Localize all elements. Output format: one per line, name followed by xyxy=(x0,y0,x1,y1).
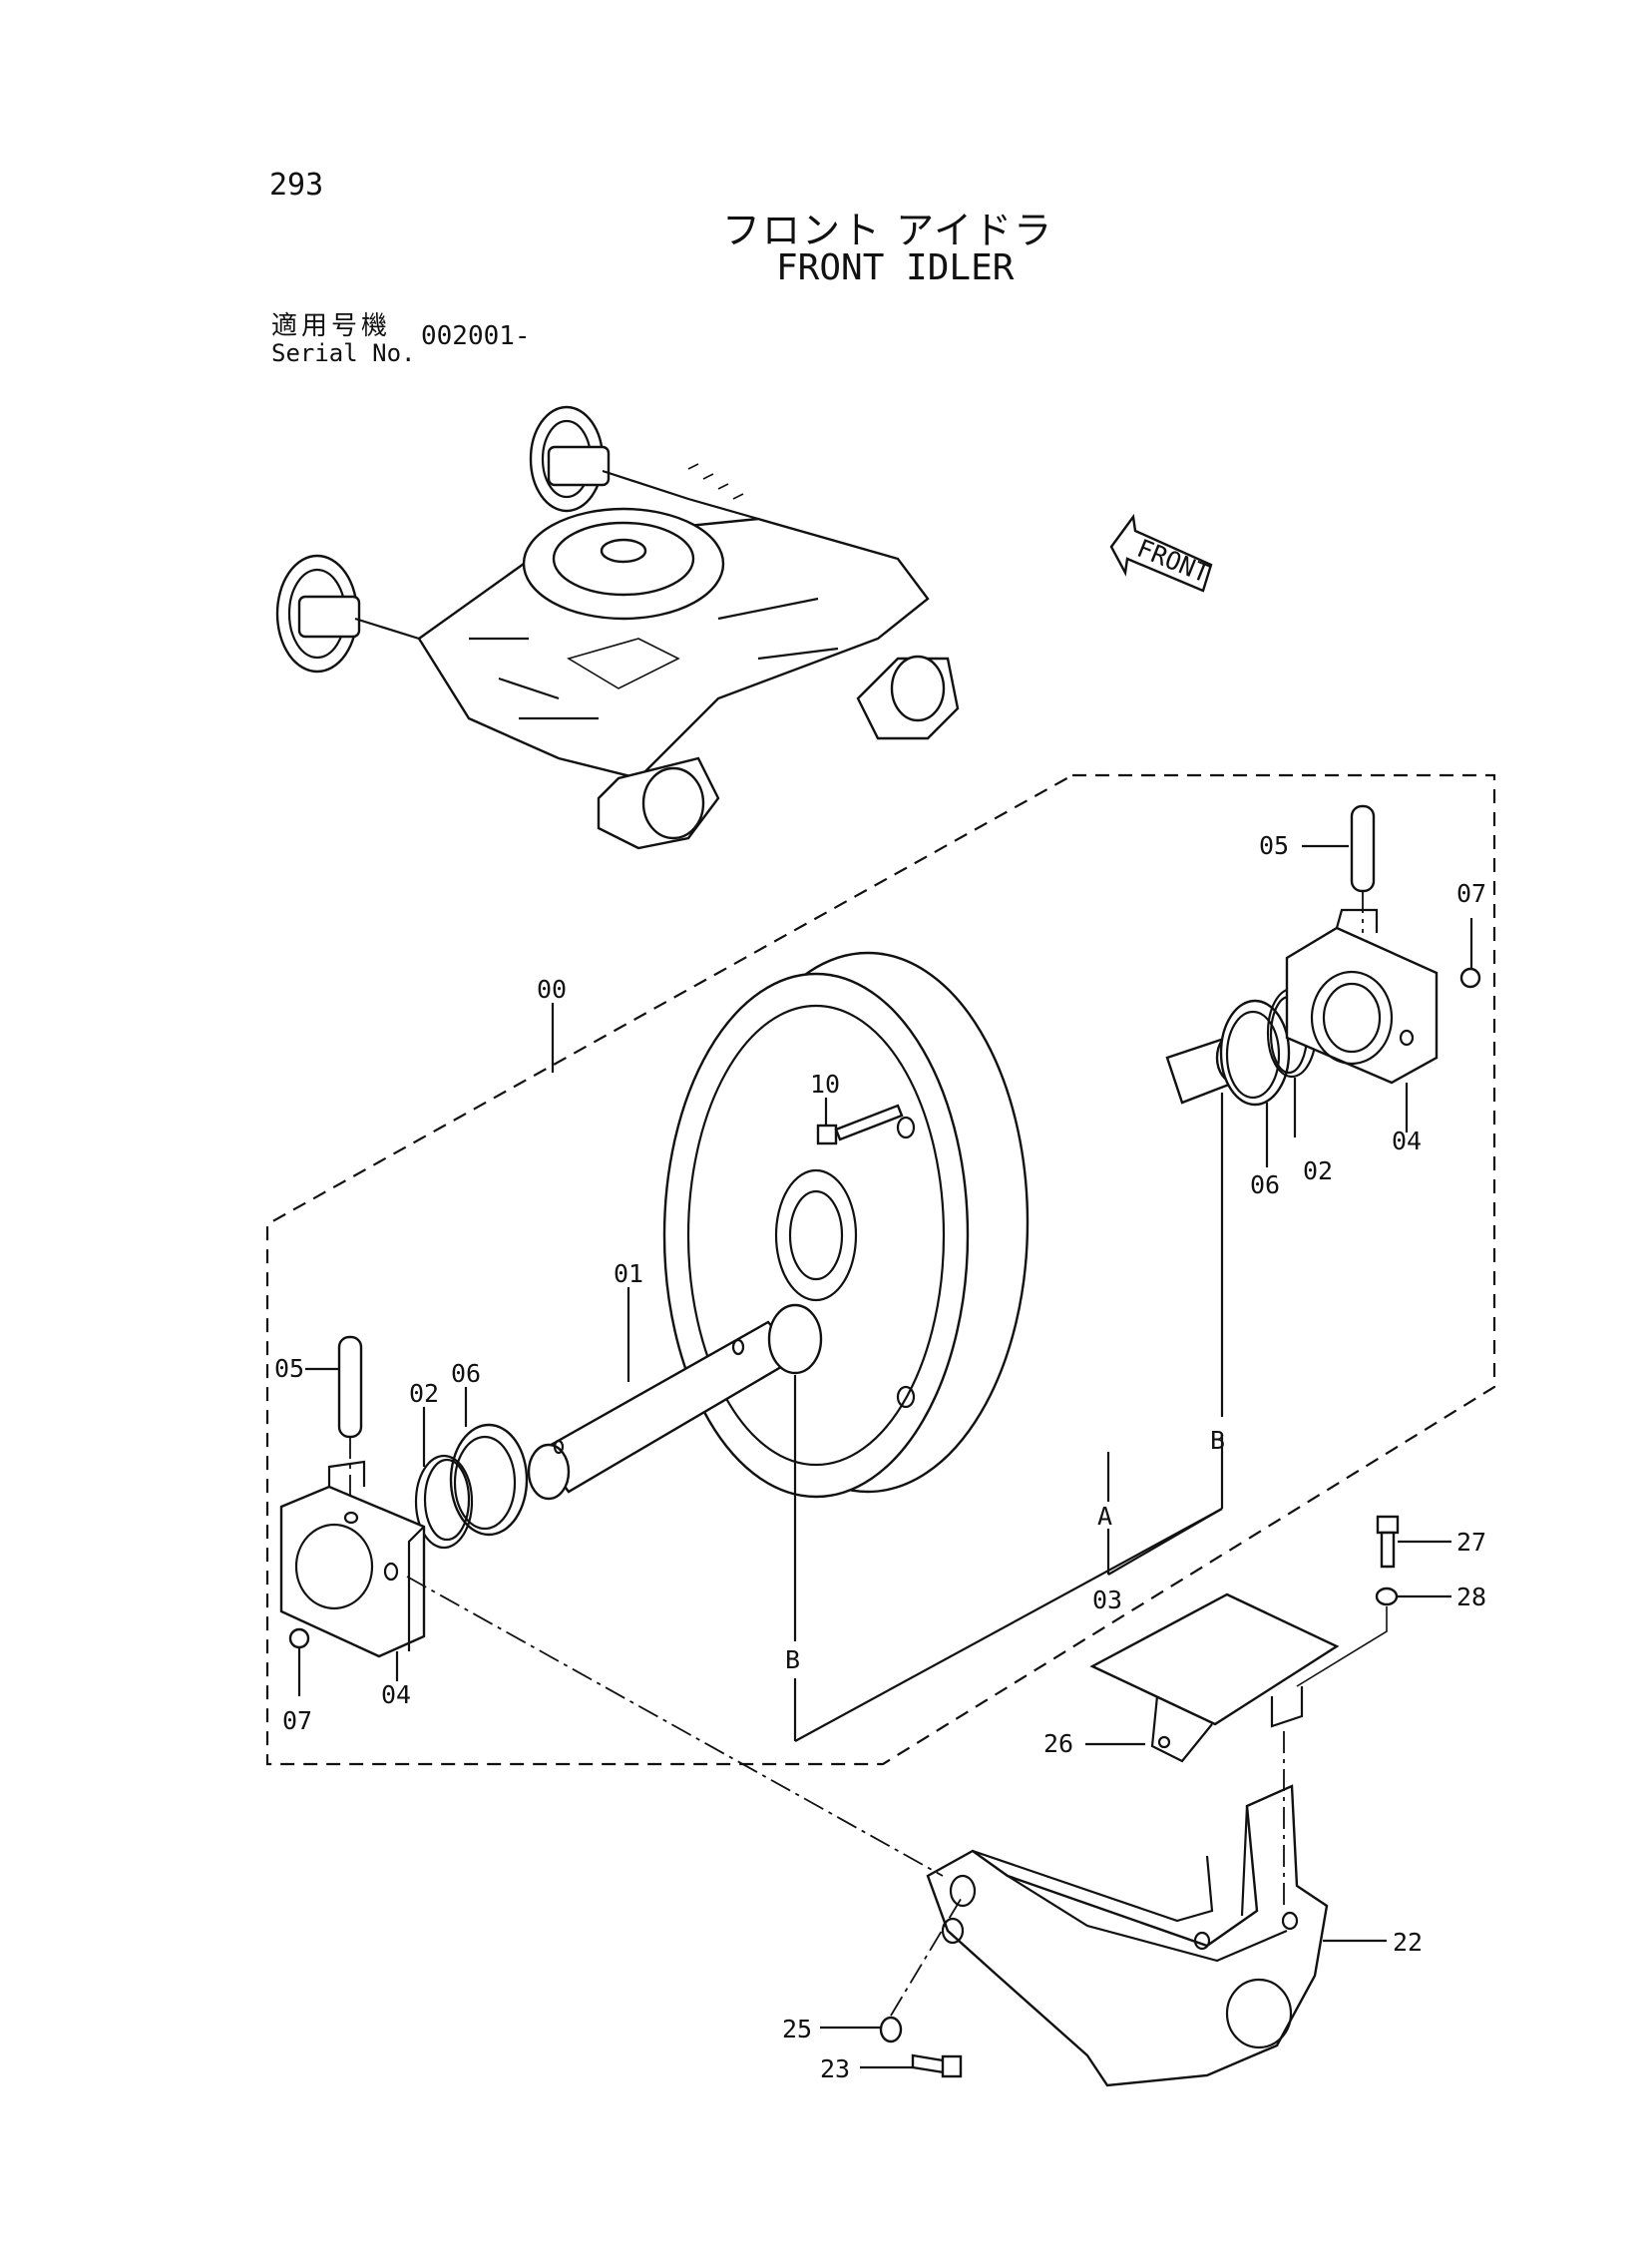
idler-wheel xyxy=(662,951,1030,1499)
idler-assembly-boundary xyxy=(265,773,1496,1766)
callout-04-right: 04 xyxy=(1392,1127,1422,1155)
bolt-23 xyxy=(911,2053,963,2078)
reference-B-left: B xyxy=(785,1645,800,1674)
callout-00: 00 xyxy=(537,975,567,1004)
washer-28 xyxy=(1375,1586,1399,1606)
callout-03: 03 xyxy=(1092,1586,1122,1614)
bolt-27 xyxy=(1376,1515,1400,1569)
callout-06-right: 06 xyxy=(1250,1170,1280,1199)
bearing-block-left xyxy=(279,1460,426,1658)
idler-shaft xyxy=(527,1031,1255,1501)
callout-28: 28 xyxy=(1456,1583,1486,1611)
undercarriage-overview xyxy=(275,405,960,850)
callout-10: 10 xyxy=(810,1070,840,1099)
idler-yoke xyxy=(926,1784,1329,2087)
callout-04-left: 04 xyxy=(381,1680,411,1709)
serial-label-english: Serial No. xyxy=(271,339,416,367)
pin-right xyxy=(1350,804,1376,893)
title-english: FRONT IDLER xyxy=(776,247,1015,288)
serial-number-value: 002001- xyxy=(421,321,531,351)
page-number: 293 xyxy=(269,168,324,203)
callout-01: 01 xyxy=(614,1259,643,1288)
bearing-block-right xyxy=(1285,908,1439,1085)
callout-25: 25 xyxy=(782,2015,812,2043)
callout-07-right: 07 xyxy=(1456,879,1486,908)
plug-right xyxy=(1459,967,1481,989)
front-arrow-label: FRONT xyxy=(1133,534,1214,589)
reference-A: A xyxy=(1097,1502,1112,1531)
front-direction-arrow: FRONT xyxy=(1109,513,1214,593)
callout-22: 22 xyxy=(1393,1928,1423,1957)
floating-seal-right xyxy=(1219,999,1291,1107)
bolt-10 xyxy=(816,1104,904,1145)
callout-23: 23 xyxy=(820,2054,850,2083)
floating-seal-left xyxy=(449,1423,529,1537)
reference-B-right: B xyxy=(1210,1426,1225,1455)
callout-07-left: 07 xyxy=(282,1706,312,1735)
callout-02-left: 02 xyxy=(409,1379,439,1408)
callout-06-left: 06 xyxy=(451,1359,481,1388)
callout-26: 26 xyxy=(1043,1729,1073,1758)
o-ring-left xyxy=(414,1454,474,1550)
serial-label-japanese: 適用号機 xyxy=(271,311,392,341)
pin-left xyxy=(337,1335,363,1439)
plug-left xyxy=(288,1627,310,1649)
callout-27: 27 xyxy=(1456,1528,1486,1557)
callout-05-right: 05 xyxy=(1259,831,1289,860)
yoke-cover xyxy=(1089,1592,1340,1763)
leader-lines xyxy=(297,844,1473,2069)
callout-labels: 00 01 02 02 03 04 04 05 05 06 06 07 07 1… xyxy=(274,831,1486,2083)
title-japanese: フロント アイドラ xyxy=(722,209,1054,252)
callout-02-right: 02 xyxy=(1303,1156,1333,1185)
washer-25 xyxy=(879,2016,903,2043)
callout-05-left: 05 xyxy=(274,1354,304,1383)
